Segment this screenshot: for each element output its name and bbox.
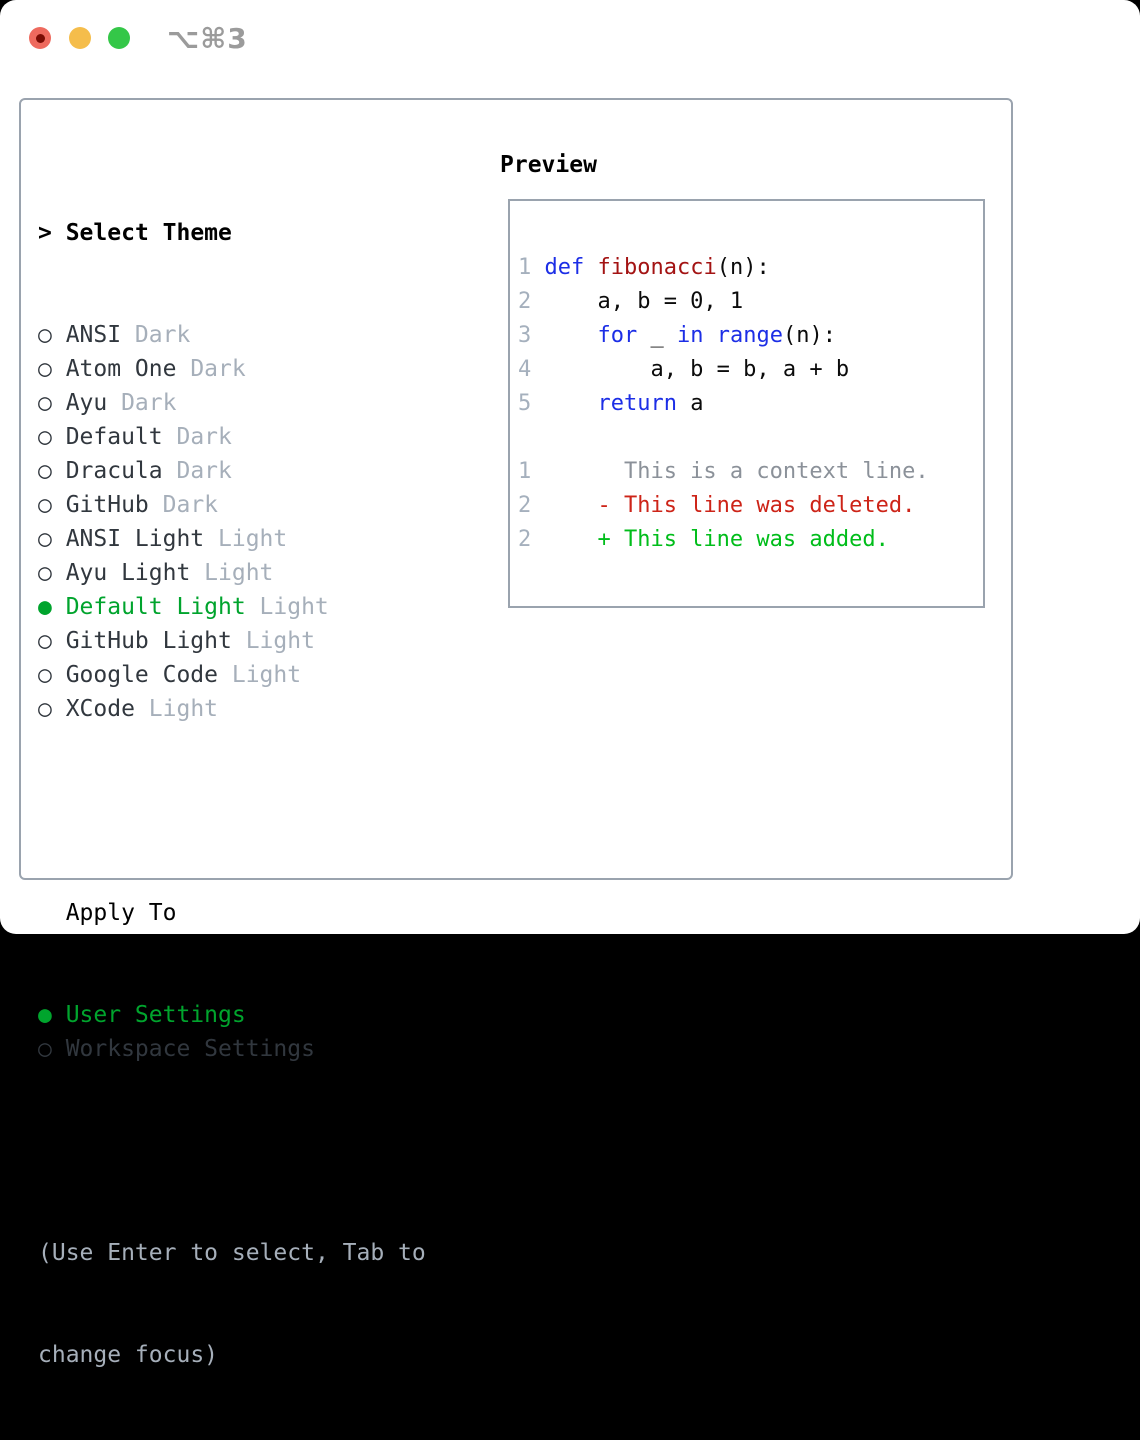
theme-name: Ayu — [65, 390, 108, 416]
code-line-content: return a — [597, 391, 704, 416]
close-button[interactable] — [29, 27, 51, 49]
theme-variant: Dark — [162, 492, 219, 518]
select-theme-header: > Select Theme — [38, 216, 426, 250]
theme-name: GitHub Light — [65, 628, 232, 654]
apply-option-label: User Settings — [65, 1002, 246, 1028]
theme-option-default-light[interactable]: ● Default Light Light — [38, 590, 426, 624]
theme-option-github-light[interactable]: ○ GitHub Light Light — [38, 624, 426, 658]
theme-option-ayu[interactable]: ○ Ayu Dark — [38, 386, 426, 420]
theme-option-google-code[interactable]: ○ Google Code Light — [38, 658, 426, 692]
theme-name: Dracula — [65, 458, 163, 484]
theme-option-xcode[interactable]: ○ XCode Light — [38, 692, 426, 726]
theme-name: ANSI — [65, 322, 122, 348]
line-number: 4 — [518, 357, 532, 382]
window-shortcut-title: ⌥⌘3 — [167, 22, 248, 55]
theme-variant: Light — [204, 560, 274, 586]
code-line-content: - This line was deleted. — [544, 493, 916, 518]
code-line — [518, 421, 929, 455]
line-number: 2 — [518, 493, 532, 518]
theme-variant: Dark — [190, 356, 246, 382]
select-theme-title: Select Theme — [65, 220, 232, 246]
line-number: 1 — [518, 459, 532, 484]
line-number: 1 — [518, 255, 532, 280]
theme-name: ANSI Light — [65, 526, 205, 552]
radio-icon: ○ — [38, 628, 52, 654]
radio-icon: ○ — [38, 356, 52, 382]
theme-variant: Light — [245, 628, 315, 654]
radio-icon: ○ — [38, 458, 52, 484]
apply-option-label: Workspace Settings — [65, 1036, 315, 1062]
theme-name: GitHub — [65, 492, 149, 518]
theme-option-atom-one[interactable]: ○ Atom One Dark — [38, 352, 426, 386]
code-line-content: + This line was added. — [544, 527, 889, 552]
line-number: 5 — [518, 391, 532, 416]
radio-icon: ● — [38, 594, 52, 620]
code-line-content: a, b = b, a + b — [544, 357, 850, 382]
radio-icon: ○ — [38, 492, 52, 518]
code-line-content: This is a context line. — [544, 459, 929, 484]
theme-variant: Dark — [134, 322, 191, 348]
spacer — [38, 1134, 426, 1168]
apply-option-user-settings[interactable]: ● User Settings — [38, 998, 426, 1032]
spacer — [38, 794, 426, 828]
code-line: 5 return a — [518, 387, 929, 421]
theme-name: Default Light — [65, 594, 246, 620]
code-line: 2 - This line was deleted. — [518, 489, 929, 523]
radio-icon: ● — [38, 1002, 52, 1028]
code-line-content: for _ in range(n): — [597, 323, 836, 348]
radio-icon: ○ — [38, 662, 52, 688]
code-line: 2 + This line was added. — [518, 523, 929, 557]
theme-name: XCode — [65, 696, 135, 722]
code-line: 4 a, b = b, a + b — [518, 353, 929, 387]
preview-title: Preview — [500, 152, 597, 178]
usage-hint-line2: change focus) — [38, 1342, 219, 1368]
theme-option-ansi[interactable]: ○ ANSI Dark — [38, 318, 426, 352]
code-line: 1 This is a context line. — [518, 455, 929, 489]
theme-variant: Dark — [121, 390, 177, 416]
theme-variant: Dark — [176, 424, 232, 450]
usage-hint-line1: (Use Enter to select, Tab to — [38, 1240, 426, 1266]
code-line-content: def fibonacci(n): — [544, 255, 770, 280]
radio-icon: ○ — [38, 560, 52, 586]
theme-option-ayu-light[interactable]: ○ Ayu Light Light — [38, 556, 426, 590]
code-line: 2 a, b = 0, 1 — [518, 285, 929, 319]
focus-prompt-icon: > — [38, 220, 66, 246]
theme-name: Google Code — [65, 662, 219, 688]
code-line: 1 def fibonacci(n): — [518, 251, 929, 285]
line-number: 2 — [518, 289, 532, 314]
theme-name: Atom One — [65, 356, 177, 382]
close-dot-icon — [35, 33, 45, 43]
theme-variant: Light — [148, 696, 219, 722]
apply-option-workspace-settings[interactable]: ○ Workspace Settings — [38, 1032, 426, 1066]
radio-icon: ○ — [38, 424, 52, 450]
radio-icon: ○ — [38, 322, 52, 348]
apply-to-header: Apply To — [65, 900, 177, 926]
apply-to-list: ● User Settings ○ Workspace Settings — [38, 998, 426, 1066]
theme-name: Ayu Light — [65, 560, 191, 586]
code-line-content: a, b = 0, 1 — [544, 289, 744, 314]
radio-icon: ○ — [38, 696, 52, 722]
radio-icon: ○ — [38, 526, 52, 552]
minimize-button[interactable] — [69, 27, 91, 49]
theme-variant: Light — [218, 526, 288, 552]
zoom-button[interactable] — [108, 27, 130, 49]
theme-name: Default — [65, 424, 163, 450]
theme-option-default[interactable]: ○ Default Dark — [38, 420, 426, 454]
theme-option-github[interactable]: ○ GitHub Dark — [38, 488, 426, 522]
theme-option-dracula[interactable]: ○ Dracula Dark — [38, 454, 426, 488]
radio-icon: ○ — [38, 1036, 52, 1062]
theme-variant: Light — [231, 662, 302, 688]
line-number: 3 — [518, 323, 532, 348]
theme-option-ansi-light[interactable]: ○ ANSI Light Light — [38, 522, 426, 556]
radio-icon: ○ — [38, 390, 52, 416]
line-number: 2 — [518, 527, 532, 552]
code-line: 3 for _ in range(n): — [518, 319, 929, 353]
theme-variant: Light — [259, 594, 329, 620]
theme-variant: Dark — [176, 458, 232, 484]
